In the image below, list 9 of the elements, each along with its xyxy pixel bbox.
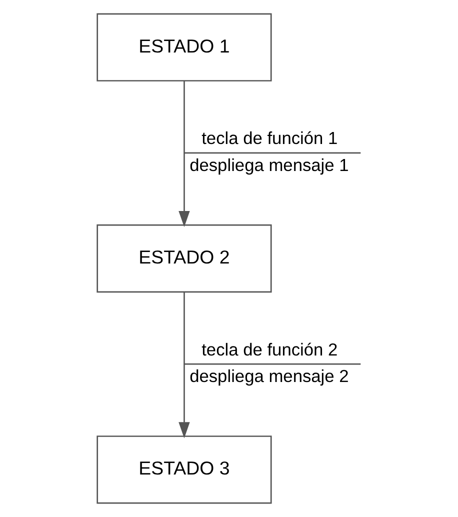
edge-label: despliega mensaje 1 <box>190 154 349 175</box>
edge-label: despliega mensaje 2 <box>190 366 349 386</box>
arrow <box>178 292 190 438</box>
edge-label: tecla de función 2 <box>202 339 338 360</box>
node-box: ESTADO 2 <box>96 224 272 293</box>
edge-label: tecla de función 1 <box>202 128 338 148</box>
node-box: ESTADO 3 <box>96 436 272 504</box>
arrow <box>178 80 190 228</box>
node-box: ESTADO 1 <box>96 13 272 82</box>
